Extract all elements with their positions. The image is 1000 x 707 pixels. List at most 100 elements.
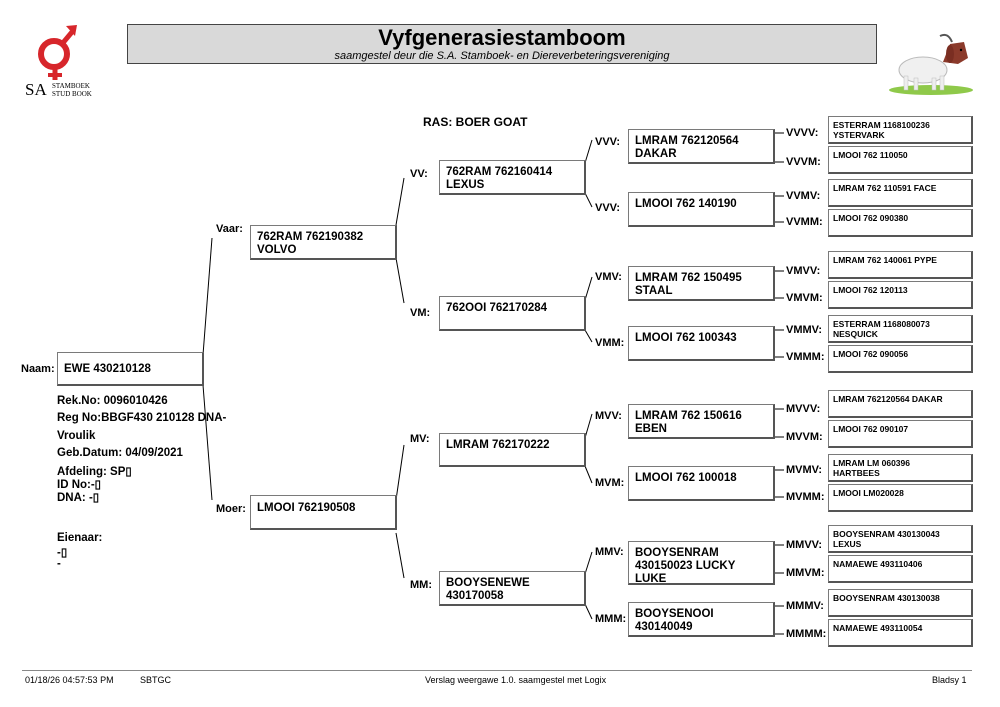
sex: Vroulik [57, 430, 96, 442]
vvv-label: VVV: [595, 136, 621, 148]
connector [395, 444, 405, 501]
mmvv-label: MMVV: [786, 539, 823, 551]
mmmm-label: MMMM: [786, 628, 827, 640]
connector [584, 603, 593, 620]
sire-box: 762RAM 762190382 VOLVO [250, 225, 397, 260]
footer-divider [22, 670, 972, 671]
vmmm-box: LMOOI 762 090056 [828, 345, 973, 373]
page-title: Vyfgenerasiestamboom [378, 25, 626, 50]
mvmm-box: LMOOI LM020028 [828, 484, 973, 512]
connector [202, 237, 213, 356]
mvmv-box: LMRAM LM 060396 HARTBEES [828, 454, 973, 482]
vvmv-label: VVMV: [786, 190, 821, 202]
vvm-label: VVV: [595, 202, 621, 214]
afdeling: Afdeling: SP▯ [57, 466, 132, 478]
vvvm-label: VVVM: [786, 156, 821, 168]
goat-illustration [889, 33, 973, 95]
mmm-label: MMM: [595, 613, 627, 625]
vv-label: VV: [410, 168, 428, 180]
vmm-label: VMM: [595, 337, 625, 349]
vvv-box: LMRAM 762120564 DAKAR [628, 129, 775, 164]
vmmv-box: ESTERRAM 1168080073 NESQUICK [828, 315, 973, 343]
mmvm-box: NAMAEWE 493110406 [828, 555, 973, 583]
vvvm-box: LMOOI 762 110050 [828, 146, 973, 174]
mvv-box: LMRAM 762 150616 EBEN [628, 404, 775, 439]
mvmm-label: MVMM: [786, 491, 825, 503]
mm-box: BOOYSENEWE 430170058 [439, 571, 586, 606]
mvvv-label: MVVV: [786, 403, 821, 415]
naam-label: Naam: [21, 363, 55, 375]
mv-label: MV: [410, 433, 430, 445]
mmvv-box: BOOYSENRAM 430130043 LEXUS [828, 525, 973, 553]
vvmv-box: LMRAM 762 110591 FACE [828, 179, 973, 207]
title-box: Vyfgenerasiestamboom saamgestel deur die… [127, 24, 877, 64]
mvv-label: MVV: [595, 410, 622, 422]
connector [584, 276, 593, 301]
vvmm-box: LMOOI 762 090380 [828, 209, 973, 237]
id-no: ID No:-▯ [57, 479, 102, 491]
footer-page: Bladsy 1 [932, 675, 967, 685]
mvm-label: MVM: [595, 477, 625, 489]
vmmv-label: VMMV: [786, 324, 823, 336]
owner-line2: - [57, 558, 61, 570]
vmvv-box: LMRAM 762 140061 PYPE [828, 251, 973, 279]
page-subtitle: saamgestel deur die S.A. Stamboek- en Di… [334, 50, 670, 62]
vmmm-label: VMMM: [786, 351, 825, 363]
vaar-label: Vaar: [216, 223, 243, 235]
vvmm-label: VVMM: [786, 216, 823, 228]
vv-box: 762RAM 762160414 LEXUS [439, 160, 586, 195]
connector [584, 139, 593, 164]
mvvm-label: MVVM: [786, 431, 823, 443]
vmvm-box: LMOOI 762 120113 [828, 281, 973, 309]
connector [202, 384, 213, 501]
mvvm-box: LMOOI 762 090107 [828, 420, 973, 448]
mmm-box: BOOYSENOOI 430140049 [628, 602, 775, 637]
mvm-box: LMOOI 762 100018 [628, 466, 775, 501]
mmmv-label: MMMV: [786, 600, 824, 612]
footer-code: SBTGC [140, 675, 172, 685]
vm-box: 762OOI 762170284 [439, 296, 586, 331]
mvmv-label: MVMV: [786, 464, 823, 476]
vm-label: VM: [410, 307, 431, 319]
logo-line1: STAMBOEK [52, 82, 90, 90]
mvvv-box: LMRAM 762120564 DAKAR [828, 390, 973, 418]
rek-no: Rek.No: 0096010426 [57, 395, 168, 407]
logo-mark [38, 25, 77, 80]
breed-label: RAS: BOER GOAT [423, 115, 528, 129]
mv-box: LMRAM 762170222 [439, 433, 586, 467]
connector [395, 532, 405, 579]
connector [584, 551, 593, 575]
mmmv-box: BOOYSENRAM 430130038 [828, 589, 973, 617]
vmvv-label: VMVV: [786, 265, 821, 277]
footer-version: Verslag weergawe 1.0. saamgestel met Log… [425, 675, 607, 685]
moer-label: Moer: [216, 503, 246, 515]
vvm-box: LMOOI 762 140190 [628, 192, 775, 227]
logo-line2: STUD BOOK [52, 90, 92, 98]
dna: DNA: -▯ [57, 492, 100, 504]
owner-line1: -▯ [57, 547, 68, 559]
vmv-box: LMRAM 762 150495 STAAL [628, 266, 775, 301]
connector [584, 329, 593, 343]
subject-animal-box: EWE 430210128 [57, 352, 204, 386]
footer-timestamp: 01/18/26 04:57:53 PM [25, 675, 114, 685]
owner-label: Eienaar: [57, 532, 103, 544]
mmv-label: MMV: [595, 546, 624, 558]
mmvm-label: MMVM: [786, 567, 825, 579]
vmvm-label: VMVM: [786, 292, 823, 304]
connector [584, 413, 593, 439]
vvvv-box: ESTERRAM 1168100236 YSTERVARK [828, 116, 973, 144]
mm-label: MM: [410, 579, 432, 591]
vmm-box: LMOOI 762 100343 [628, 326, 775, 361]
logo-caption: STAMBOEK STUD BOOK [52, 82, 92, 98]
birth-date: Geb.Datum: 04/09/2021 [57, 447, 183, 459]
vvvv-label: VVVV: [786, 127, 819, 139]
mmv-box: BOOYSENRAM 430150023 LUCKY LUKE [628, 541, 775, 585]
reg-no: Reg No:BBGF430 210128 DNA- [57, 412, 227, 424]
logo-sa: SA [25, 80, 47, 99]
dam-box: LMOOI 762190508 [250, 495, 397, 530]
connector [584, 465, 593, 484]
vmv-label: VMV: [595, 271, 622, 283]
connector [395, 177, 405, 226]
connector [584, 192, 593, 208]
